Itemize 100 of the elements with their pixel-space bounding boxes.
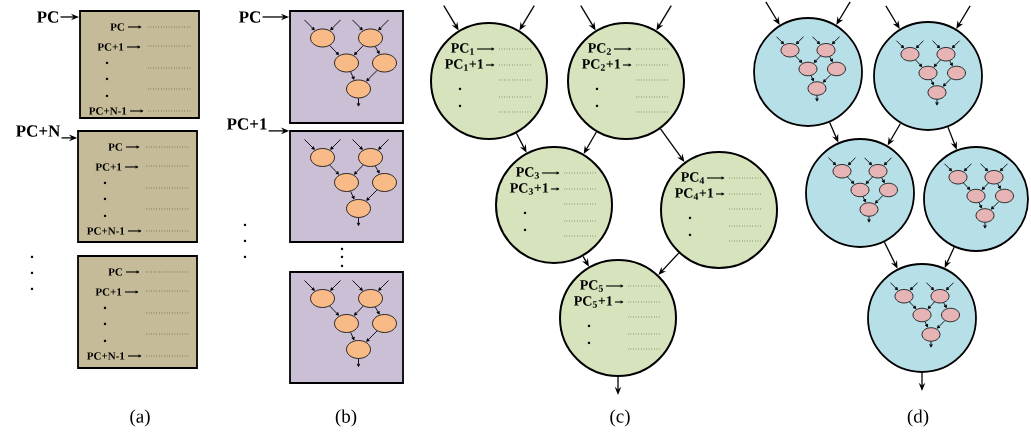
arrow	[352, 280, 363, 291]
arrow	[933, 59, 941, 67]
arrow	[815, 95, 819, 102]
operation-ellipse	[827, 61, 846, 77]
operation-ellipse	[334, 314, 359, 333]
arrow	[829, 56, 833, 63]
arrow	[949, 60, 953, 67]
arrow	[963, 163, 972, 172]
arrow	[374, 46, 380, 54]
instruction-box: PC PC+1 PC+N-1	[77, 130, 198, 243]
arrow	[350, 331, 355, 341]
arrow	[828, 157, 837, 166]
arrow	[896, 40, 905, 49]
arrow	[980, 163, 989, 172]
arrow	[963, 182, 971, 190]
operation-ellipse	[995, 188, 1014, 204]
arrow	[812, 36, 821, 45]
arrow	[329, 45, 339, 56]
arrow	[583, 131, 598, 154]
operation-ellipse	[310, 148, 335, 167]
arrow	[356, 97, 361, 107]
arrow	[836, 1, 851, 25]
arrow	[942, 78, 952, 87]
arrow	[366, 189, 378, 201]
panel-label: (a)	[130, 409, 150, 427]
arrow	[990, 201, 1000, 210]
operation-ellipse	[918, 65, 938, 81]
panel-label: (d)	[907, 409, 929, 427]
operation-ellipse	[921, 327, 941, 342]
operation-ellipse	[927, 85, 947, 100]
arrow	[356, 217, 361, 226]
arrow	[862, 196, 866, 203]
operation-ellipse	[358, 148, 383, 167]
pointer-label: PC+1	[226, 118, 267, 130]
operation-ellipse	[334, 173, 359, 192]
arrow	[981, 182, 989, 190]
arrow	[944, 163, 953, 172]
arrow	[350, 71, 355, 80]
operation-ellipse	[930, 289, 950, 304]
pointer-label: PC+N	[16, 125, 61, 137]
arrow	[329, 305, 339, 316]
arrow	[330, 19, 341, 31]
operation-ellipse	[975, 208, 995, 223]
panel-label: (b)	[335, 409, 357, 427]
arrow	[831, 36, 840, 45]
arrow	[374, 165, 380, 174]
arrow	[847, 157, 856, 166]
arrow	[356, 358, 361, 367]
arrow	[847, 176, 855, 184]
arrow	[936, 320, 946, 329]
arrow	[354, 305, 364, 316]
arrow	[352, 139, 363, 150]
arrow	[765, 1, 780, 25]
operation-ellipse	[807, 81, 827, 96]
arrow	[366, 70, 378, 82]
operation-ellipse	[966, 188, 986, 204]
arrow	[997, 183, 1001, 190]
operation-ellipse	[859, 202, 879, 217]
arrow	[956, 5, 971, 29]
arrow	[909, 282, 918, 291]
arrow	[378, 280, 389, 291]
pointer-label: PC	[239, 11, 261, 23]
arrow	[930, 79, 934, 86]
arrow	[924, 321, 928, 328]
arrow	[945, 282, 954, 291]
operation-ellipse	[984, 170, 1004, 185]
arrow	[935, 99, 939, 106]
arrow	[929, 341, 933, 348]
arrow	[926, 282, 935, 291]
arrow	[909, 301, 917, 309]
operation-ellipse	[372, 53, 397, 73]
arrow	[354, 45, 364, 56]
operation-ellipse	[879, 182, 898, 198]
arrow	[810, 75, 814, 82]
arrow	[983, 222, 987, 229]
arrow	[865, 176, 873, 184]
arrow	[366, 330, 378, 342]
operation-ellipse	[900, 47, 920, 62]
operation-ellipse	[941, 307, 960, 323]
pointer-label: PC	[37, 11, 59, 23]
arrow	[350, 190, 355, 200]
arrow	[885, 5, 900, 29]
arrow	[915, 40, 924, 49]
panel-label: (c)	[610, 409, 630, 427]
operation-ellipse	[868, 164, 888, 179]
instruction-box: PC PC+1 PC+N-1	[77, 255, 198, 369]
arrow	[999, 163, 1008, 172]
arrow	[374, 306, 380, 315]
operation-ellipse	[780, 43, 800, 58]
arrow	[795, 36, 804, 45]
arrow	[951, 40, 960, 49]
arrow	[881, 177, 885, 184]
arrow	[867, 216, 871, 223]
operation-ellipse	[936, 47, 956, 62]
arrow	[932, 40, 941, 49]
arrow	[795, 55, 803, 63]
arrow	[330, 139, 341, 150]
arrow	[330, 280, 341, 291]
operation-ellipse	[334, 53, 359, 73]
operation-ellipse	[346, 79, 371, 99]
